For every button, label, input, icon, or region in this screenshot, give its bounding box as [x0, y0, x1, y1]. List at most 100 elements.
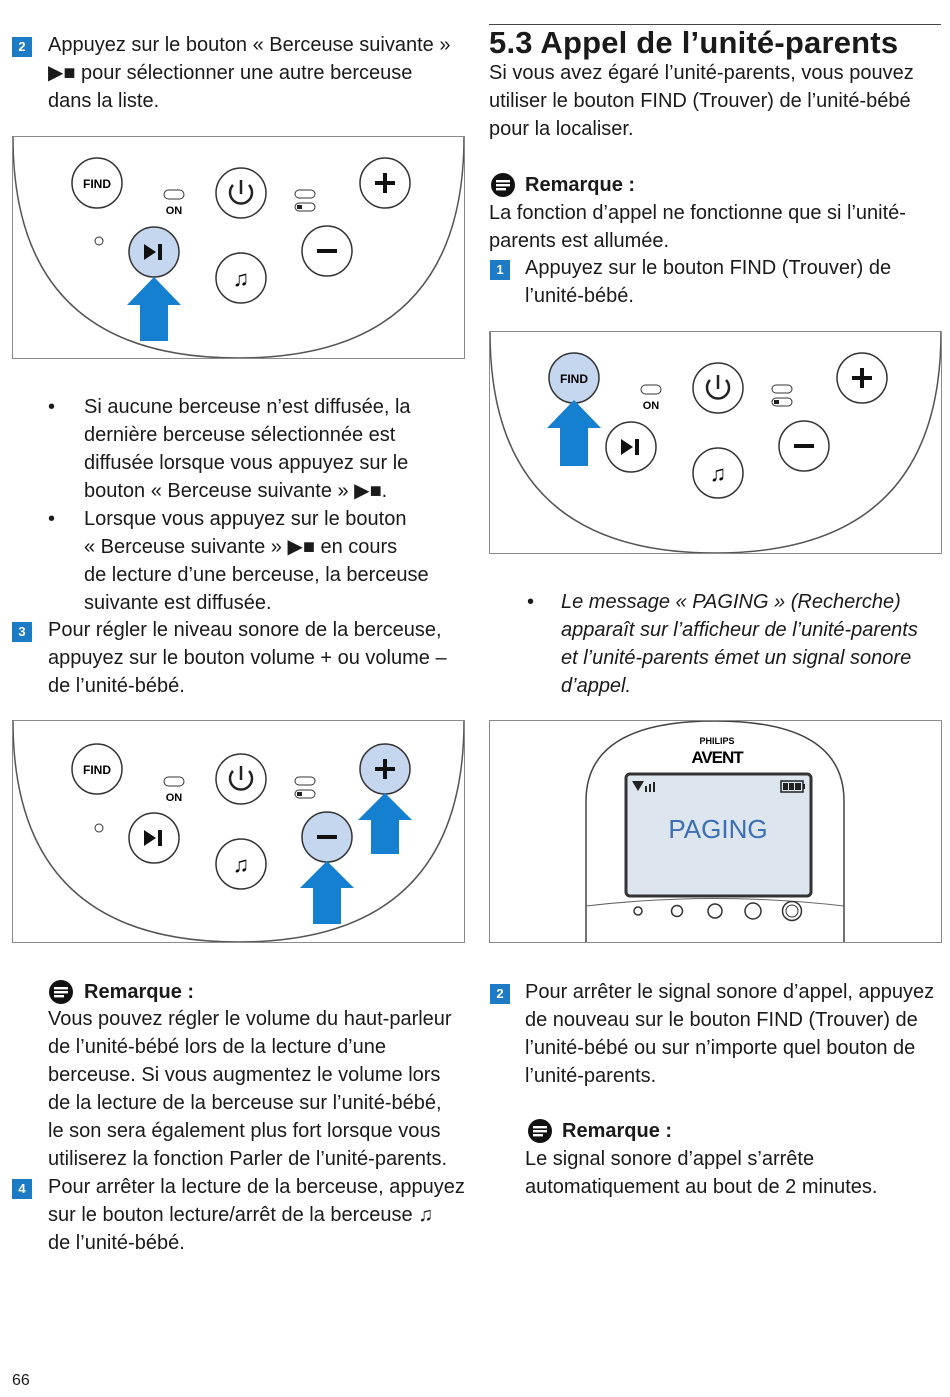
- lullaby-button[interactable]: ♫: [215, 252, 267, 304]
- svg-text:ON: ON: [166, 792, 183, 804]
- bullet-icon: •: [48, 508, 56, 530]
- lullaby-button[interactable]: ♫: [215, 838, 267, 890]
- bullet-line: Lorsque vous appuyez sur le bouton: [84, 508, 407, 530]
- step-text-line: sur le bouton lecture/arrêt de la berceu…: [48, 1204, 434, 1226]
- play-next-button[interactable]: [128, 226, 180, 278]
- bullet-line: dernière berceuse sélectionnée est: [84, 424, 396, 446]
- section-heading: 5.3 Appel de l’unité-parents: [489, 25, 898, 61]
- section-title: Appel de l’unité-parents: [540, 25, 899, 60]
- brand-logo: AVENT: [691, 748, 744, 767]
- step-text-line: de l’unité-bébé.: [48, 675, 185, 697]
- step-text-line: de l’unité-bébé.: [48, 1232, 185, 1254]
- arrow-icon: [547, 400, 601, 466]
- power-button[interactable]: [215, 753, 267, 805]
- step-text-line: Appuyez sur le bouton « Berceuse suivant…: [48, 34, 451, 56]
- baby-unit-illustration-find: FIND ON ♫: [489, 331, 942, 554]
- bullet-line: diffusée lorsque vous appuyez sur le: [84, 452, 409, 474]
- note-icon: [49, 980, 73, 1004]
- bullet-icon: •: [527, 591, 535, 613]
- volume-down-button[interactable]: [301, 811, 353, 863]
- intro-line: Si vous avez égaré l’unité-parents, vous…: [489, 62, 914, 84]
- power-button[interactable]: [692, 362, 744, 414]
- note-title: Remarque :: [525, 174, 636, 196]
- volume-up-button[interactable]: [359, 743, 411, 795]
- volume-up-button[interactable]: [836, 352, 888, 404]
- step-number: 4: [12, 1179, 32, 1199]
- note-line: La fonction d’appel ne fonctionne que si…: [489, 202, 906, 224]
- mic-dot: [94, 823, 104, 833]
- on-indicator: ON: [163, 776, 185, 804]
- battery-indicator: [294, 776, 316, 799]
- lcd-display: PAGING: [624, 772, 813, 898]
- bullet-line: suivante est diffusée.: [84, 592, 272, 614]
- bullet-line: et l’unité-parents émet un signal sonore: [561, 647, 912, 669]
- step-text-line: de nouveau sur le bouton FIND (Trouver) …: [525, 1009, 918, 1031]
- step-text-line: appuyez sur le bouton volume + ou volume…: [48, 647, 447, 669]
- note-title: Remarque :: [562, 1120, 673, 1142]
- step-text-line: dans la liste.: [48, 90, 160, 112]
- note-line: utiliserez la fonction Parler de l’unité…: [48, 1148, 448, 1170]
- step-text-line: Appuyez sur le bouton FIND (Trouver) de: [525, 257, 892, 279]
- step-number: 2: [12, 37, 32, 57]
- arrow-icon: [300, 861, 354, 924]
- note-line: automatiquement au bout de 2 minutes.: [525, 1176, 878, 1198]
- note-line: le son sera également plus fort lorsque …: [48, 1120, 441, 1142]
- volume-down-button[interactable]: [778, 420, 830, 472]
- power-button[interactable]: [215, 167, 267, 219]
- find-button[interactable]: FIND: [71, 157, 123, 209]
- arrow-icon: [127, 277, 181, 341]
- volume-up-button[interactable]: [359, 157, 411, 209]
- find-button[interactable]: FIND: [548, 352, 600, 404]
- svg-text:FIND: FIND: [83, 177, 111, 191]
- note-line: Le signal sonore d’appel s’arrête: [525, 1148, 815, 1170]
- note-line: Vous pouvez régler le volume du haut-par…: [48, 1008, 452, 1030]
- baby-unit-illustration-play: FIND ON ♫: [12, 136, 465, 359]
- step-number: 2: [490, 984, 510, 1004]
- step-text-line: ▶■ pour sélectionner une autre berceuse: [48, 62, 413, 84]
- step-number: 1: [490, 260, 510, 280]
- bullet-line: Le message « PAGING » (Recherche): [561, 591, 901, 613]
- step-text-line: l’unité-bébé ou sur n’importe quel bouto…: [525, 1037, 916, 1059]
- note-line: parents est allumée.: [489, 230, 670, 252]
- note-icon: [528, 1119, 552, 1143]
- svg-text:♫: ♫: [710, 461, 727, 486]
- bullet-line: Si aucune berceuse n’est diffusée, la: [84, 396, 411, 418]
- arrow-icon: [358, 793, 412, 854]
- bullet-line: « Berceuse suivante » ▶■ en cours: [84, 536, 398, 558]
- intro-line: utiliser le bouton FIND (Trouver) de l’u…: [489, 90, 911, 112]
- lullaby-button[interactable]: ♫: [692, 447, 744, 499]
- note-icon: [491, 173, 515, 197]
- bullet-icon: •: [48, 396, 56, 418]
- baby-unit-illustration-volume: FIND ON ♫: [12, 720, 465, 943]
- volume-down-button[interactable]: [301, 225, 353, 277]
- page-number: 66: [12, 1372, 30, 1389]
- step-text-line: l’unité-parents.: [525, 1065, 657, 1087]
- bullet-line: de lecture d’une berceuse, la berceuse: [84, 564, 429, 586]
- svg-text:ON: ON: [643, 400, 660, 412]
- sound-level-leds: [633, 900, 803, 922]
- battery-indicator: [771, 384, 793, 407]
- note-line: de la lecture de la berceuse sur l’unité…: [48, 1092, 442, 1114]
- svg-text:ON: ON: [166, 205, 183, 217]
- step-text-line: l’unité-bébé.: [525, 285, 634, 307]
- play-next-button[interactable]: [605, 421, 657, 473]
- svg-text:FIND: FIND: [83, 763, 111, 777]
- find-button[interactable]: FIND: [71, 743, 123, 795]
- battery-indicator: [294, 189, 316, 212]
- on-indicator: ON: [640, 384, 662, 412]
- note-line: de l’unité-bébé lors de la lecture d’une: [48, 1036, 386, 1058]
- intro-line: pour la localiser.: [489, 118, 634, 140]
- battery-icon: [780, 780, 805, 793]
- note-line: berceuse. Si vous augmentez le volume lo…: [48, 1064, 441, 1086]
- play-next-button[interactable]: [128, 812, 180, 864]
- section-number: 5.3: [489, 25, 533, 60]
- signal-icon: [632, 781, 644, 791]
- mic-dot: [94, 236, 104, 246]
- step-text-line: Pour arrêter la lecture de la berceuse, …: [48, 1176, 465, 1198]
- bullet-line: bouton « Berceuse suivante » ▶■.: [84, 480, 388, 502]
- step-text-line: Pour arrêter le signal sonore d’appel, a…: [525, 981, 935, 1003]
- on-indicator: ON: [163, 189, 185, 217]
- svg-text:FIND: FIND: [560, 372, 588, 386]
- svg-text:♫: ♫: [233, 852, 250, 877]
- note-title: Remarque :: [84, 981, 195, 1003]
